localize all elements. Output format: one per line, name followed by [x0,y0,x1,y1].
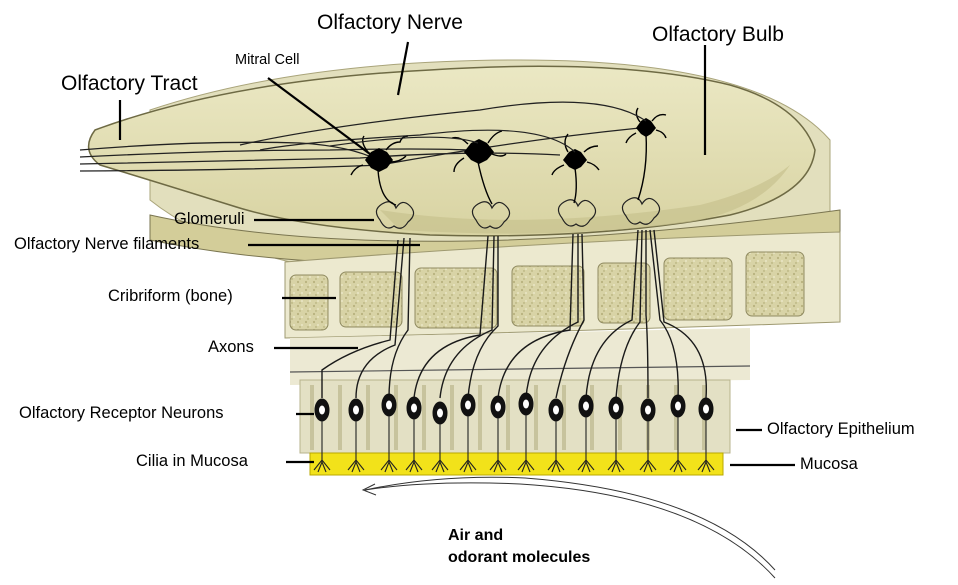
label-axons: Axons [208,339,254,356]
label-cilia-in-mucosa: Cilia in Mucosa [136,453,248,470]
olfactory-epithelium-layer [300,380,730,453]
label-olfactory-bulb: Olfactory Bulb [652,24,784,45]
label-air-line2: odorant molecules [448,550,590,566]
label-glomeruli: Glomeruli [174,211,245,228]
label-olfactory-receptor-neurons: Olfactory Receptor Neurons [19,405,224,422]
label-olfactory-nerve-filaments: Olfactory Nerve filaments [14,236,199,253]
label-mitral-cell: Mitral Cell [235,53,299,68]
label-olfactory-epithelium: Olfactory Epithelium [767,421,915,438]
label-air-line1: Air and [448,528,503,544]
axon-layer [290,328,750,385]
label-mucosa: Mucosa [800,456,858,473]
label-olfactory-tract: Olfactory Tract [61,73,198,94]
label-cribriform: Cribriform (bone) [108,288,233,305]
mucosa-layer [310,453,723,475]
label-olfactory-nerve: Olfactory Nerve [317,12,463,33]
